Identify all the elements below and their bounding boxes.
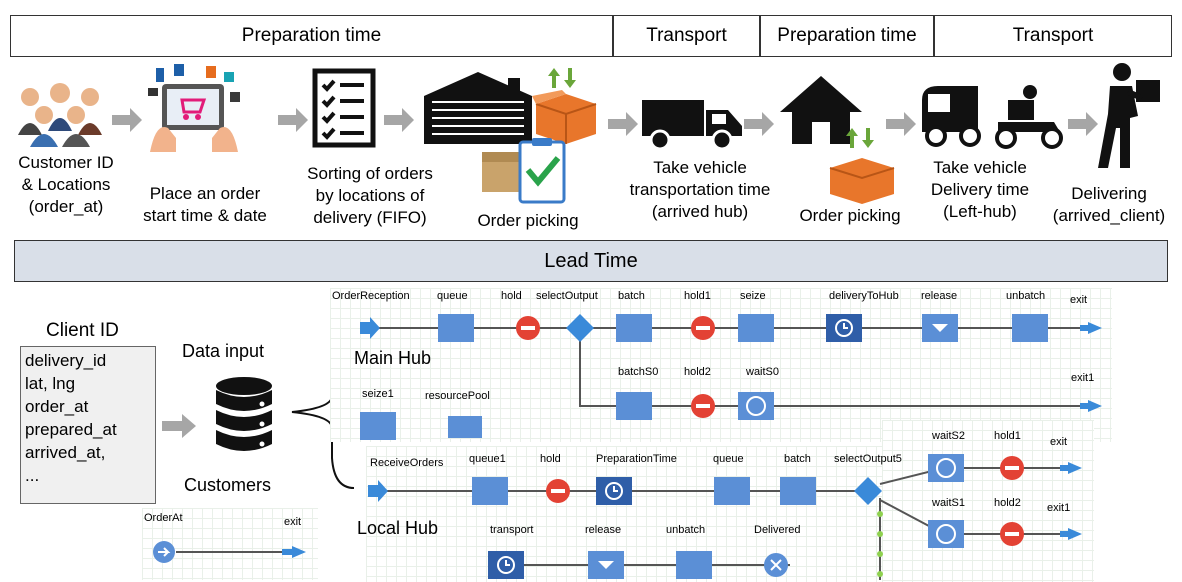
client-field: delivery_id — [25, 351, 107, 370]
client-id-title: Client ID — [46, 320, 119, 341]
local-hub-branches — [882, 420, 1094, 582]
label-hold1: hold1 — [684, 290, 711, 302]
client-field: lat, lng — [25, 374, 76, 393]
step-caption-delivering: Delivering(arrived_client) — [1052, 184, 1166, 225]
header-preparation-time-2: Preparation time — [760, 15, 934, 57]
header-transport-1: Transport — [613, 15, 760, 57]
flow-arrow-5 — [744, 112, 774, 136]
orderat-flow — [153, 541, 306, 563]
customers-label: Customers — [184, 475, 272, 495]
people-icon — [18, 83, 102, 147]
label-transport: transport — [490, 524, 534, 536]
flow-arrow-7 — [1068, 112, 1098, 136]
label-Delivered: Delivered — [754, 524, 801, 536]
client-field: prepared_at — [25, 420, 117, 439]
label-seize1: seize1 — [362, 388, 394, 400]
header-preparation-time-1: Preparation time — [10, 15, 613, 57]
data-input-label: Data input — [182, 341, 265, 361]
label-resourcePool: resourcePool — [425, 390, 490, 402]
label-hold-local: hold — [540, 453, 561, 465]
label-unbatch-local: unbatch — [666, 524, 706, 536]
label-waitS0: waitS0 — [746, 366, 780, 378]
label-batchS0: batchS0 — [618, 366, 659, 378]
label-OrderReception: OrderReception — [332, 290, 410, 302]
box-icon — [532, 68, 597, 144]
orderat-model: OrderAt exit — [142, 508, 318, 580]
delivery-vehicles-icon — [922, 85, 1063, 149]
label-deliveryToHub: deliveryToHub — [829, 290, 899, 302]
label-hold: hold — [501, 290, 522, 302]
label-exit: exit — [1070, 294, 1088, 306]
label-seize: seize — [740, 290, 766, 302]
truck-icon — [642, 100, 742, 151]
checklist-icon — [312, 68, 376, 148]
label-queue: queue — [437, 290, 468, 302]
label-ReceiveOrders: ReceiveOrders — [370, 457, 444, 469]
client-fields-box: delivery_id lat, lng order_at prepared_a… — [20, 346, 156, 504]
step-caption-order-picking-2: Order picking — [799, 206, 901, 225]
local-hub-model — [366, 446, 882, 582]
label-queue-local: queue — [713, 453, 744, 465]
client-field: ... — [25, 466, 40, 485]
house-icon — [780, 76, 862, 144]
header-transport-2: Transport — [934, 15, 1172, 57]
main-hub-label: Main Hub — [354, 348, 432, 368]
tablet-shopping-icon — [148, 64, 240, 152]
label-hold2-local: hold2 — [994, 497, 1021, 509]
label-waitS2: waitS2 — [932, 430, 966, 442]
label-selectOutput: selectOutput — [536, 290, 598, 302]
label-release-local: release — [585, 524, 622, 536]
label-selectOutput5: selectOutput5 — [834, 453, 902, 465]
flow-arrow-4 — [608, 112, 638, 136]
clipboard-box-icon — [482, 138, 566, 204]
warehouse-icon — [424, 72, 532, 144]
label-unbatch: unbatch — [1006, 290, 1046, 302]
label-batch-local: batch — [784, 453, 811, 465]
label-waitS1: waitS1 — [932, 497, 966, 509]
label-batch: batch — [618, 290, 645, 302]
client-field: order_at — [25, 397, 89, 416]
step-caption-customer: Customer ID& Locations(order_at) — [18, 153, 114, 216]
database-icon — [216, 377, 272, 451]
flow-arrow-3 — [384, 108, 414, 132]
flow-arrow-1 — [112, 108, 142, 132]
label-exit1: exit1 — [1071, 372, 1095, 384]
lead-time-bar: Lead Time — [14, 240, 1168, 282]
orderat-exit-label: exit — [284, 516, 302, 528]
flow-arrow-6 — [886, 112, 916, 136]
box-small-icon — [829, 128, 895, 204]
label-hold2: hold2 — [684, 366, 711, 378]
step-caption-order-picking-1: Order picking — [477, 211, 579, 230]
label-exit1-local: exit1 — [1047, 502, 1071, 514]
client-field: arrived_at, — [25, 443, 106, 462]
flow-arrow-2 — [278, 108, 308, 132]
orderat-label: OrderAt — [144, 512, 183, 524]
courier-icon — [1098, 63, 1160, 168]
label-exit-local: exit — [1050, 436, 1068, 448]
label-queue1: queue1 — [469, 453, 506, 465]
data-arrow — [162, 414, 196, 438]
label-hold1-local: hold1 — [994, 430, 1021, 442]
label-PreparationTime: PreparationTime — [596, 453, 677, 465]
label-release: release — [921, 290, 958, 302]
local-hub-label: Local Hub — [357, 518, 439, 538]
